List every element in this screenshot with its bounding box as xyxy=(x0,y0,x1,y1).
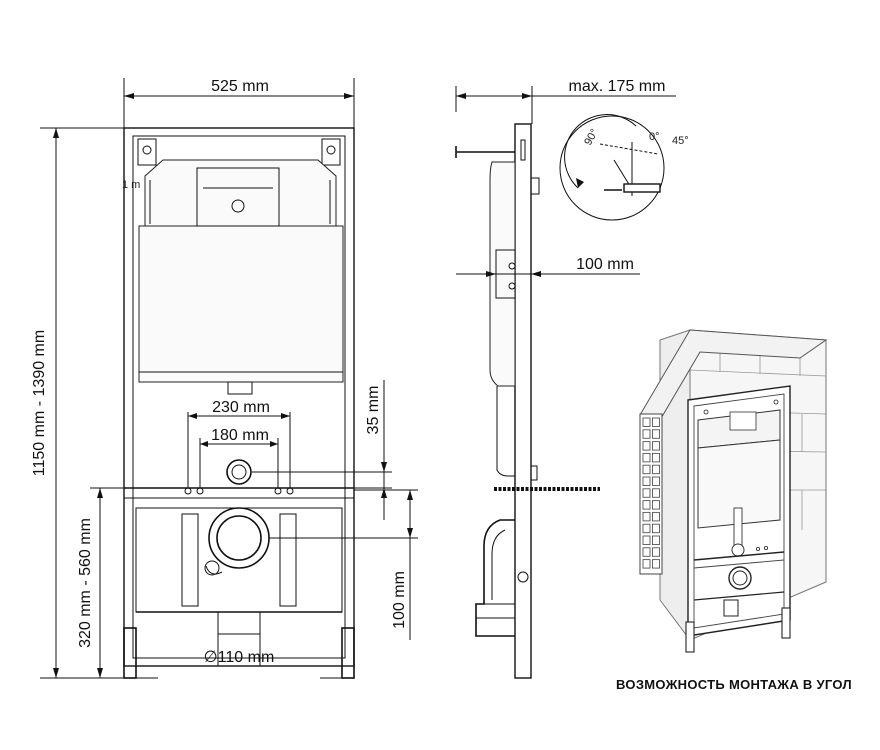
side-depth-dimension: 100 mm xyxy=(456,256,640,277)
tile-cell xyxy=(652,547,660,557)
tile-cell xyxy=(642,523,651,534)
width-dimension: 525 mm xyxy=(123,78,355,128)
outlet-height-dimension: 320 mm - 560 mm xyxy=(77,487,124,678)
side-frame-profile xyxy=(514,123,532,679)
side-depth-max-label: max. 175 mm xyxy=(569,78,666,95)
tile-cell xyxy=(652,476,660,486)
width-label: 525 mm xyxy=(211,78,269,95)
corner-installation-caption: ВОЗМОЖНОСТЬ МОНТАЖА В УГОЛ xyxy=(616,677,852,692)
angle-45-label: 45° xyxy=(672,135,689,147)
marker-1m: 1 m xyxy=(122,179,140,191)
tile-cell xyxy=(652,488,660,498)
offset-35-label: 35 mm xyxy=(365,386,382,435)
outlet-offset-label: 100 mm xyxy=(391,571,408,629)
side-depth-max-dimension: max. 175 mm xyxy=(455,78,676,124)
tile-cell xyxy=(652,559,660,569)
tile-cell xyxy=(642,429,651,439)
height-dimension: 1150 mm - 1390 mm xyxy=(31,127,124,679)
tile-cell xyxy=(652,429,660,439)
tile-cell xyxy=(652,500,660,510)
tile-cell xyxy=(652,464,660,475)
tile-cell xyxy=(642,511,651,522)
offset-35-dimension: 35 mm xyxy=(252,380,392,520)
tile-cell xyxy=(652,441,660,451)
tile-cell xyxy=(642,547,651,557)
bolt-spacing-inner-label: 180 mm xyxy=(211,427,269,444)
tile-cell xyxy=(642,559,651,569)
tile-grid xyxy=(642,417,660,569)
tile-cell xyxy=(642,417,651,427)
tile-cell xyxy=(652,535,660,545)
tile-cell xyxy=(642,500,651,510)
bolt-spacing-outer-label: 230 mm xyxy=(212,399,270,416)
tile-cell xyxy=(642,488,651,498)
angle-detail: 90° 0° 45° xyxy=(559,114,689,221)
cistern xyxy=(138,159,344,395)
tile-cell xyxy=(652,452,660,463)
pipe-diameter-label: ∅110 mm xyxy=(204,649,275,666)
front-view: 525 mm 1 m xyxy=(31,78,418,679)
pan-connection xyxy=(124,459,354,499)
angle-0-label: 0° xyxy=(649,131,660,143)
outlet-height-label: 320 mm - 560 mm xyxy=(77,518,94,648)
side-depth-label: 100 mm xyxy=(576,256,634,273)
tile-cell xyxy=(642,476,651,486)
tile-cell xyxy=(642,464,651,475)
tile-cell xyxy=(652,523,660,534)
side-waste-pipe xyxy=(475,519,529,637)
bolt-spacing-dimensions: 230 mm 180 mm xyxy=(187,399,291,488)
outlet-offset-dimension: 100 mm xyxy=(269,489,418,640)
side-view: max. 175 mm 100 mm xyxy=(455,78,689,679)
tile-cell xyxy=(642,441,651,451)
tile-cell xyxy=(652,417,660,427)
tile-cell xyxy=(642,452,651,463)
tile-cell xyxy=(642,535,651,545)
tile-cell xyxy=(652,511,660,522)
angle-90-label: 90° xyxy=(582,127,601,147)
corner-frame xyxy=(685,385,791,653)
corner-installation-illustration xyxy=(639,329,828,653)
bracket-detail xyxy=(623,183,661,193)
height-label: 1150 mm - 1390 mm xyxy=(31,330,48,476)
